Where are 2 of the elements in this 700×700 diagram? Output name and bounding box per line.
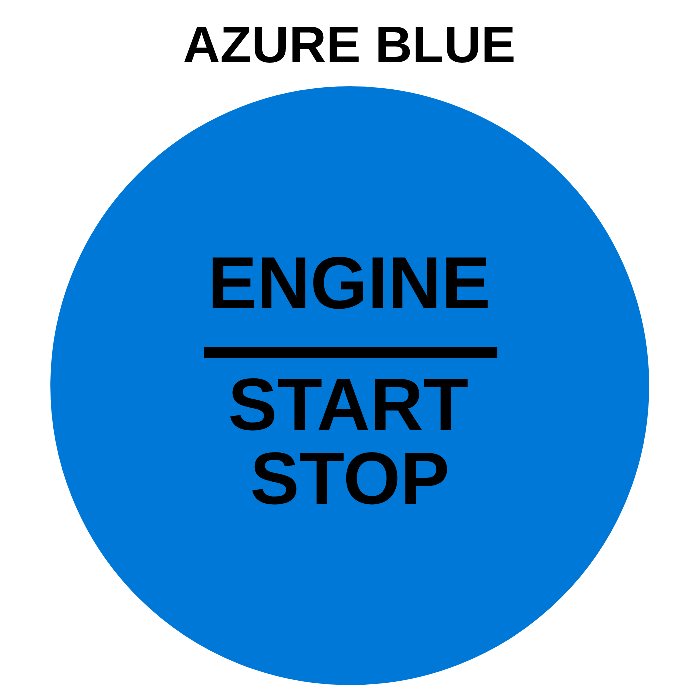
diagram-title: AZURE BLUE bbox=[183, 15, 516, 74]
node-circle: ENGINE START STOP bbox=[50, 86, 650, 686]
